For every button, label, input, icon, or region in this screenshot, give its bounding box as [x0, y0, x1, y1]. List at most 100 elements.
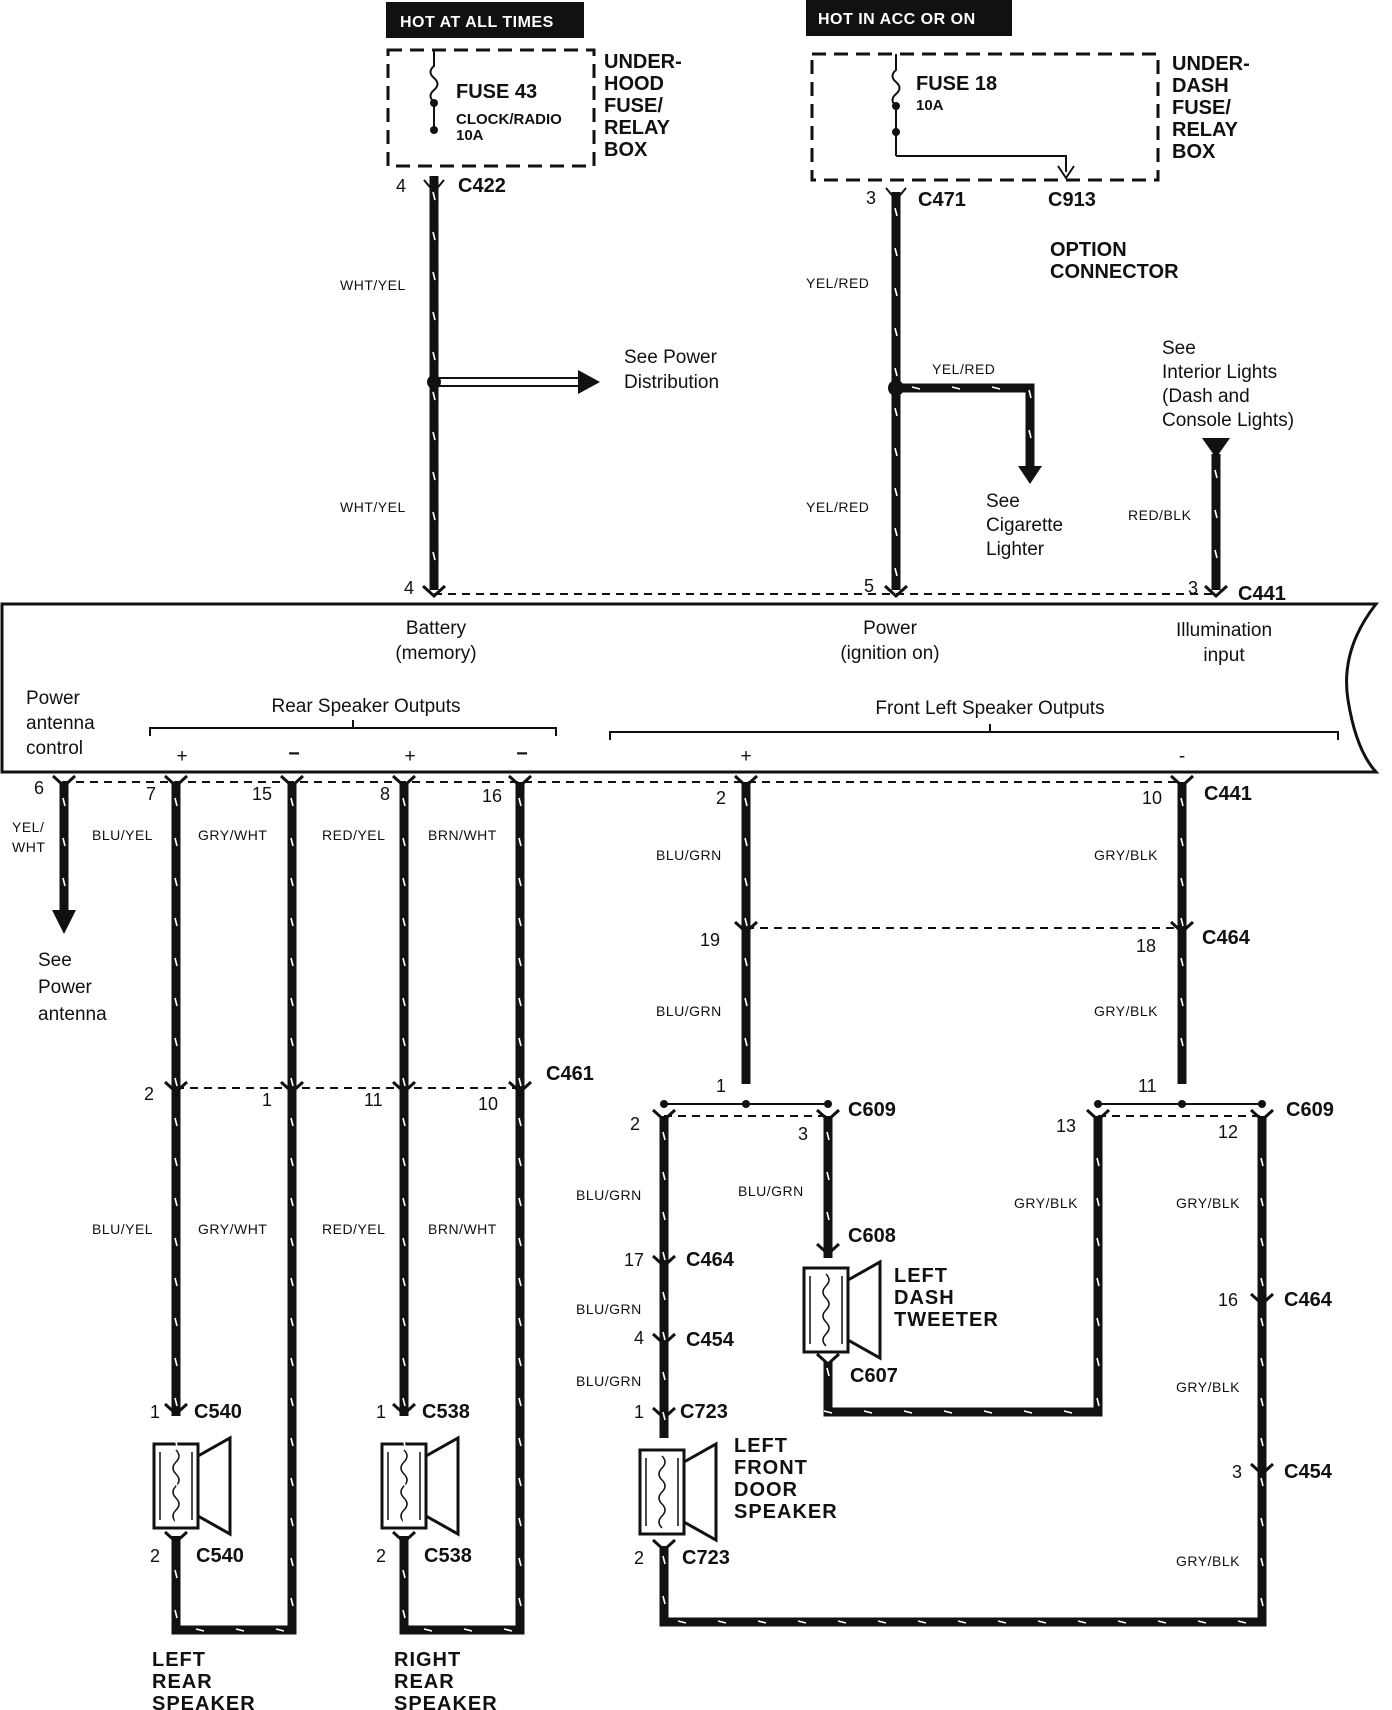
- connector-chevron: [733, 920, 759, 935]
- wire-texture-mark: [1180, 997, 1184, 1007]
- wire-texture-mark: [1096, 1277, 1100, 1287]
- connector-c723-bottom: C723: [682, 1547, 730, 1569]
- connector-chevron: [815, 1108, 841, 1123]
- svg-text:DOOR: DOOR: [734, 1479, 798, 1501]
- wire-texture-mark: [662, 1555, 666, 1565]
- svg-text:GRY/WHT: GRY/WHT: [198, 827, 267, 843]
- wire-texture-mark: [757, 1620, 767, 1624]
- wire-texture-mark: [1180, 797, 1184, 807]
- svg-text:WHT: WHT: [12, 839, 45, 855]
- svg-text:RIGHT: RIGHT: [394, 1649, 461, 1671]
- svg-text:GRY/BLK: GRY/BLK: [1176, 1379, 1240, 1395]
- note-power-distribution: See Power: [624, 347, 718, 368]
- svg-text:Cigarette: Cigarette: [986, 515, 1063, 536]
- connector-c454-lower: C454: [1284, 1461, 1333, 1483]
- svg-text:-: -: [1179, 746, 1185, 767]
- wire-texture-mark: [863, 1410, 873, 1414]
- wire-texture-mark: [290, 1277, 294, 1287]
- wire-texture-mark: [1180, 957, 1184, 967]
- wire-texture-mark: [402, 1357, 406, 1367]
- left-dash-tweeter-label: LEFT DASH TWEETER: [894, 1265, 998, 1331]
- wire-texture-mark: [1028, 429, 1032, 439]
- svg-text:13: 13: [1056, 1116, 1076, 1136]
- wire-texture-mark: [823, 1410, 833, 1414]
- wire-texture-mark: [1260, 1237, 1264, 1247]
- wire-texture-mark: [290, 1157, 294, 1167]
- wire-texture-mark: [1037, 1620, 1047, 1624]
- wire-gry-wht: [171, 782, 297, 1635]
- fuse-18-amp: 10A: [916, 97, 944, 114]
- svg-text:12: 12: [1218, 1122, 1238, 1142]
- svg-text:11: 11: [1138, 1076, 1157, 1096]
- wire-texture-mark: [174, 877, 178, 887]
- wire-texture-mark: [290, 957, 294, 967]
- connector-chevron: [391, 1530, 417, 1545]
- wire-texture-mark: [518, 917, 522, 927]
- wire-texture-mark: [290, 797, 294, 807]
- wire-texture-mark: [235, 1628, 245, 1632]
- wire-texture-mark: [1260, 1397, 1264, 1407]
- wire-texture-mark: [518, 1197, 522, 1207]
- svg-text:GRY/BLK: GRY/BLK: [1014, 1195, 1078, 1211]
- arrow-interior-lights: [1202, 438, 1230, 458]
- wire-texture-mark: [518, 1477, 522, 1487]
- wire-texture-mark: [402, 1197, 406, 1207]
- wire-texture-mark: [402, 1609, 406, 1619]
- fuse-18-name: FUSE 18: [916, 73, 997, 95]
- wire-texture-mark: [432, 551, 436, 561]
- wire-texture-mark: [677, 1620, 687, 1624]
- wire-texture-mark: [1260, 1317, 1264, 1327]
- wire-texture-mark: [662, 1595, 666, 1605]
- connector-chevron: [1169, 920, 1195, 935]
- fuse-43-symbol: [429, 50, 439, 132]
- svg-text:BLU/YEL: BLU/YEL: [92, 1221, 153, 1237]
- wire-texture-mark: [402, 1569, 406, 1579]
- wire-texture-mark: [1214, 469, 1218, 479]
- svg-text:FUSE/: FUSE/: [1172, 97, 1231, 119]
- wire-texture-mark: [423, 1628, 433, 1632]
- svg-text:Interior Lights: Interior Lights: [1162, 362, 1277, 383]
- wire-texture-mark: [174, 1197, 178, 1207]
- wire-texture-mark: [662, 1331, 666, 1341]
- wire-texture-mark: [1260, 1357, 1264, 1367]
- wire-texture-mark: [744, 1037, 748, 1047]
- wire-texture-mark: [174, 997, 178, 1007]
- wire-texture-mark: [402, 1317, 406, 1327]
- wire-texture-mark: [903, 1410, 913, 1414]
- svg-text:RED/YEL: RED/YEL: [322, 1221, 385, 1237]
- svg-text:BRN/WHT: BRN/WHT: [428, 1221, 497, 1237]
- wire-texture-mark: [290, 1477, 294, 1487]
- svg-text:BOX: BOX: [604, 139, 648, 161]
- wire-texture-mark: [275, 1628, 285, 1632]
- wire-texture-mark: [744, 837, 748, 847]
- connector-chevron: [651, 1332, 677, 1347]
- svg-text:11: 11: [364, 1090, 383, 1110]
- connector-c464-lower: C464: [1284, 1289, 1333, 1311]
- connector-c538-top: C538: [422, 1401, 470, 1423]
- wire-texture-mark: [1028, 389, 1032, 399]
- wire-texture-mark: [290, 917, 294, 927]
- svg-text:3: 3: [1188, 578, 1198, 598]
- wire-label-yel-red-2: YEL/RED: [806, 499, 869, 515]
- underdash-box-label: UNDER- DASH FUSE/ RELAY BOX: [1172, 53, 1250, 163]
- wire-texture-mark: [174, 1437, 178, 1447]
- wire-texture-mark: [174, 837, 178, 847]
- wire-texture-mark: [290, 1597, 294, 1607]
- right-rear-speaker-symbol: [380, 1436, 460, 1536]
- connector-chevron: [163, 1402, 189, 1417]
- connector-chevron: [1249, 1462, 1275, 1477]
- wire-label-wht-yel-2: WHT/YEL: [340, 499, 406, 515]
- connector-chevron: [279, 774, 305, 789]
- wire-texture-mark: [518, 1437, 522, 1447]
- svg-text:15: 15: [252, 784, 272, 804]
- svg-text:8: 8: [380, 784, 390, 804]
- wire-texture-mark: [797, 1620, 807, 1624]
- connector-c609-left: C609: [848, 1099, 896, 1121]
- wire-texture-mark: [1214, 509, 1218, 519]
- wire-texture-mark: [174, 957, 178, 967]
- svg-text:Power: Power: [38, 977, 93, 998]
- left-front-door-speaker-label: LEFT FRONT DOOR SPEAKER: [734, 1435, 837, 1523]
- wire-texture-mark: [744, 997, 748, 1007]
- wire-texture-mark: [174, 797, 178, 807]
- wire-texture-mark: [174, 1317, 178, 1327]
